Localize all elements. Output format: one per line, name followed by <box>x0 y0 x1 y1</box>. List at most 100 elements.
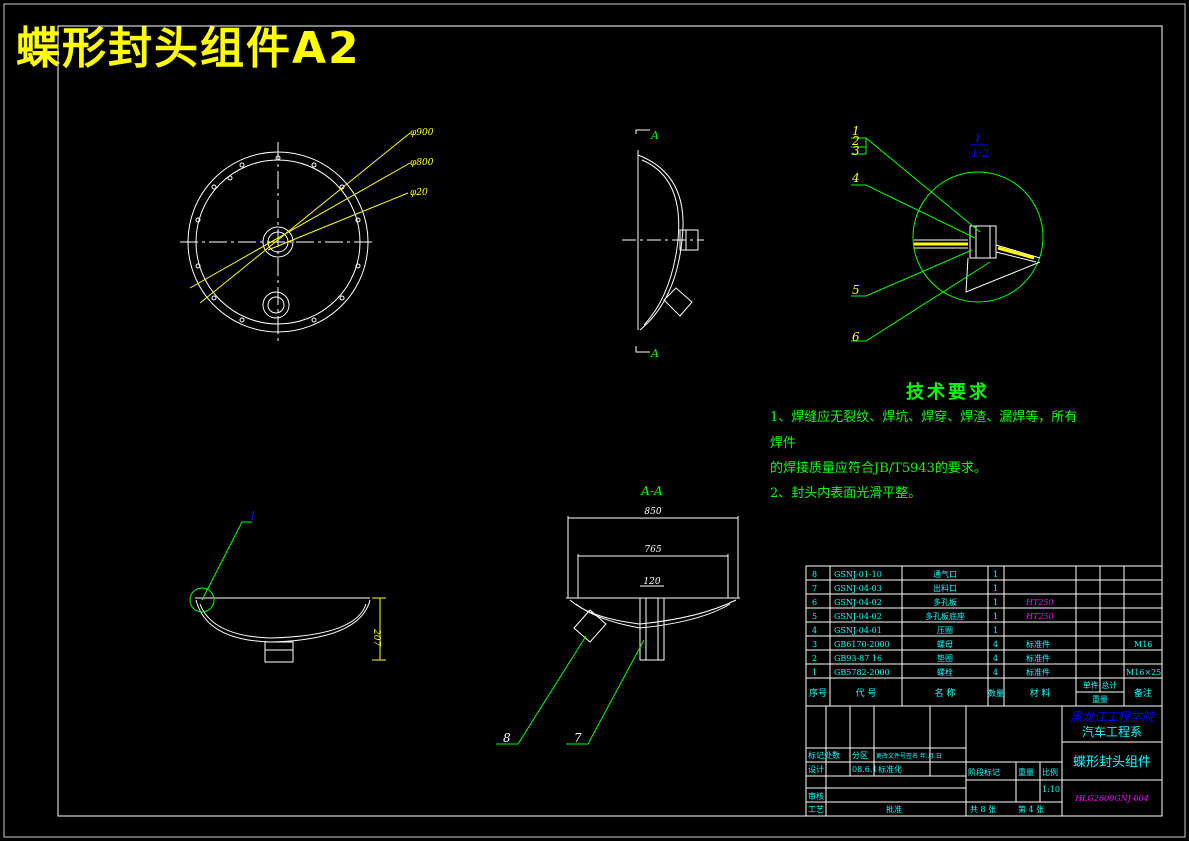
bom-header-no: 序号 <box>809 687 827 699</box>
detail-view <box>912 171 1044 303</box>
tech-req-line1: 1、焊缝应无裂纹、焊坑、焊穿、焊渣、漏焊等，所有 <box>770 410 1078 425</box>
bottom-left-view <box>195 597 386 663</box>
bom-rows-7-mat: 标准件 <box>1026 667 1050 677</box>
title_block-ratio: 比例 <box>1042 767 1058 777</box>
bom-header-qty: 数量 <box>988 688 1004 698</box>
bom-rows-5-mat: 标准件 <box>1026 639 1050 649</box>
drawing-name: 蝶形封头组件 <box>1073 755 1151 770</box>
bom-rows-7-qty: 4 <box>993 668 998 677</box>
section-marks <box>635 129 650 353</box>
bom-rows-2-no: 6 <box>812 598 817 607</box>
outer-frame <box>3 3 1186 838</box>
section-aa <box>566 597 740 661</box>
bom-rows-4-code: GSNJ-04-01 <box>834 626 882 635</box>
title-block-text: 黑龙江工程学院 汽车工程系 蝶形封头组件 HLG2600GNJ-004 标记处数… <box>808 710 1156 814</box>
bom-rows-6-mat: 标准件 <box>1026 653 1050 663</box>
dim-207: 207 <box>371 628 381 646</box>
bom-rows-5-name: 螺母 <box>937 639 953 649</box>
bom-rows-0-no: 8 <box>812 570 817 579</box>
title-block <box>805 705 1163 817</box>
scale-value: 1:10 <box>1042 785 1060 794</box>
bom-rows-5-code: GB6170-2000 <box>834 640 890 649</box>
bom-rows-6-code: GB93-87 16 <box>834 654 882 663</box>
detail-callout-5: 5 <box>852 283 860 297</box>
bom-rows-7-note: M16×25 <box>1126 668 1161 677</box>
bom-rows-1-name: 出料口 <box>933 583 957 593</box>
detail-callout-3: 3 <box>852 144 860 158</box>
title_block-approve: 批准 <box>886 804 902 814</box>
bom-rows-6-name: 垫圈 <box>937 653 953 663</box>
title_block-weight: 重量 <box>1018 767 1034 777</box>
bom-rows-1-code: GSNJ-04-03 <box>834 584 882 593</box>
bom-rows-3-name: 多孔板底座 <box>925 611 965 621</box>
bom-rows-5-note: M16 <box>1134 640 1152 649</box>
school-name: 黑龙江工程学院 <box>1070 710 1156 724</box>
bom-header-note: 备注 <box>1134 687 1152 699</box>
bom-rows-6-no: 2 <box>812 654 817 663</box>
title_block-row_mark: 标记处数 <box>808 750 840 760</box>
bom-header-name: 名 称 <box>935 687 956 699</box>
bom-rows-3-qty: 1 <box>993 612 998 621</box>
detail-label: 1 <box>975 132 982 145</box>
bom-rows-7-code: GB5782-2000 <box>834 668 890 677</box>
bom-header-weight: 重量 <box>1092 694 1108 704</box>
bom-rows-5-qty: 4 <box>993 640 998 649</box>
detail-scale: 1:2 <box>971 147 989 160</box>
bom-rows-4-qty: 1 <box>993 626 998 635</box>
bom-rows-4-name: 压圈 <box>937 626 953 635</box>
section-callout-7: 7 <box>574 731 582 745</box>
title_block-process: 工艺 <box>808 805 824 814</box>
section-dims <box>567 516 739 598</box>
detail-callout-1: 1 <box>852 124 860 138</box>
tech-req-title: 技术要求 <box>906 382 990 403</box>
detail-callout-6: 6 <box>852 330 860 344</box>
title_block-std: 标准化 <box>878 764 902 774</box>
section-mark-bottom: A <box>650 347 659 360</box>
bom-rows-3-no: 5 <box>812 612 817 621</box>
bom-rows-0-name: 通气口 <box>933 569 957 579</box>
section-mark-top: A <box>650 129 659 142</box>
tech-req-line3: 的焊接质量应符合JB/T5943的要求。 <box>770 461 987 476</box>
bom-rows-5-no: 3 <box>812 640 817 649</box>
dept-name: 汽车工程系 <box>1082 724 1142 739</box>
title_block-stage: 阶段标记 <box>968 767 1000 777</box>
drawing-number: HLG2600GNJ-004 <box>1074 794 1149 803</box>
bom-rows-2-mat: HT250 <box>1025 598 1054 607</box>
bom-rows-0-code: GSNJ-01-10 <box>834 570 882 579</box>
title_block-design_date: 08.6.1 <box>852 765 877 774</box>
bom-rows-1-qty: 1 <box>993 584 998 593</box>
front-dim-text: φ900 φ800 φ20 <box>410 128 434 198</box>
dim-765: 765 <box>644 545 661 555</box>
dim-phi800: φ800 <box>410 158 434 168</box>
bom-rows-3-code: GSNJ-04-02 <box>834 612 882 621</box>
dim-phi20: φ20 <box>410 188 428 198</box>
bom-rows-7-name: 螺栓 <box>937 667 953 677</box>
bottom-left-callout: 1 <box>249 509 257 523</box>
bom-rows-4-no: 4 <box>812 626 817 635</box>
front-view <box>180 142 376 345</box>
bom-rows-2-qty: 1 <box>993 598 998 607</box>
bom-rows-0-qty: 1 <box>993 570 998 579</box>
dim-phi900: φ900 <box>410 128 434 138</box>
tech-req-line4: 2、封头内表面光滑平整。 <box>770 486 922 501</box>
bom-rows-3-mat: HT250 <box>1025 612 1054 621</box>
detail-callout-4: 4 <box>851 171 860 185</box>
sheet-number: 第 4 张 <box>1018 804 1044 814</box>
title_block-design: 设计 <box>808 764 824 774</box>
bom-rows-1-no: 7 <box>812 584 817 593</box>
dim-120: 120 <box>643 577 660 587</box>
bom-header-mat: 材 料 <box>1030 687 1051 699</box>
detail-leaders <box>851 137 991 342</box>
bom-header: 序号 代 号 名 称 数量 材 料 单件 总计 重量 备注 <box>809 680 1152 704</box>
title_block-review: 审核 <box>808 791 824 801</box>
front-dim-leaders <box>189 132 411 304</box>
title_block-row_change: 更改文件号签名 年.月.日 <box>876 752 942 760</box>
tech-req-line2: 焊件 <box>770 436 797 451</box>
bom-rows-6-qty: 4 <box>993 654 998 663</box>
section-title: A-A <box>640 484 663 498</box>
bom-header-unit_total: 单件 总计 <box>1083 680 1118 690</box>
bom-header-code: 代 号 <box>856 688 877 699</box>
bom-rows-2-code: GSNJ-04-02 <box>834 598 882 607</box>
